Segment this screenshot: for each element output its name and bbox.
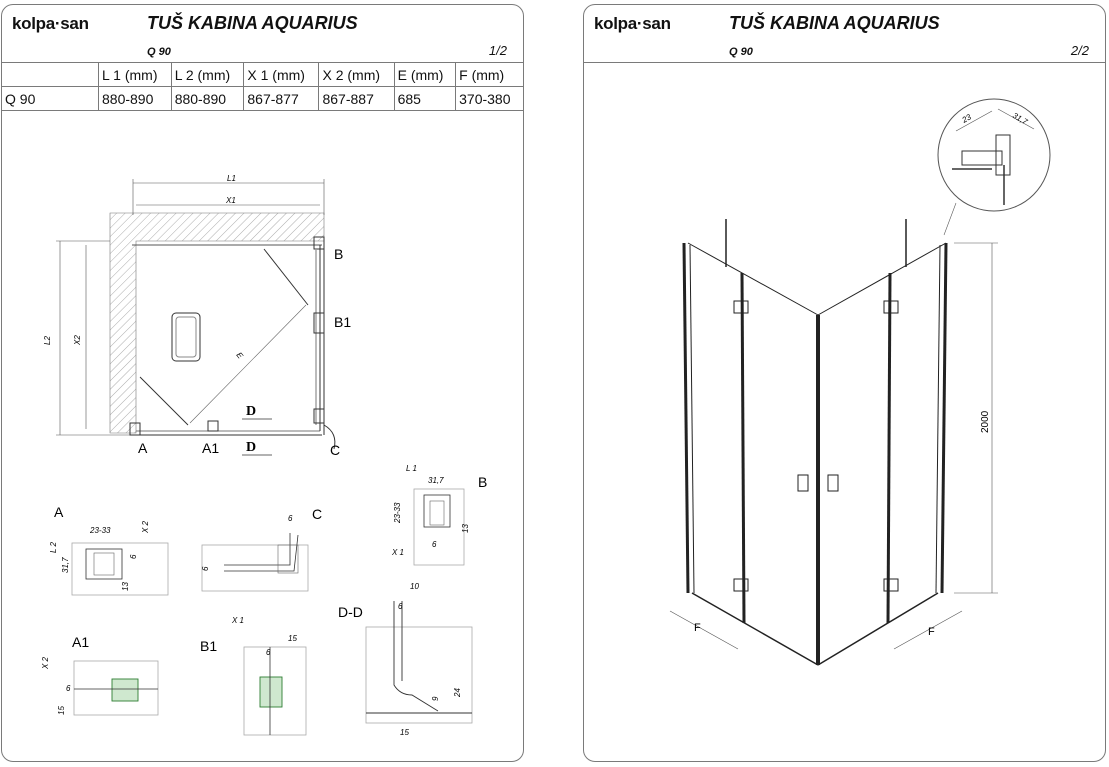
detail-a-dim: 23-33 (89, 526, 111, 535)
label-a1: A1 (202, 440, 219, 456)
table-header: F (mm) (455, 62, 523, 87)
detail-c: C 6 6 (201, 506, 322, 592)
detail-dd-dim: 24 (453, 688, 462, 698)
shower-cabin-elevation (669, 219, 998, 666)
detail-b1: B1 X 1 15 6 (200, 616, 307, 736)
detail-a1-dim: 6 (66, 684, 71, 693)
label-b: B (334, 246, 343, 262)
detail-c-dim: 6 (201, 566, 210, 571)
height-dimension: 2000 (980, 410, 991, 433)
table-header: E (mm) (393, 62, 457, 87)
dim-f-left: F (694, 622, 701, 634)
label-c: C (330, 442, 340, 458)
detail-b-dim: 13 (461, 524, 470, 533)
brand-logo: kolpa·san (594, 14, 671, 33)
table-cell: Q 90 (2, 86, 99, 111)
drawing-title: TUŠ KABINA AQUARIUS (147, 13, 358, 33)
detail-a-dim: 13 (121, 582, 130, 591)
plan-dimension-lines (56, 179, 325, 436)
label-a: A (138, 440, 148, 456)
table-header: L 1 (mm) (98, 62, 172, 87)
plan-and-details-drawing: L1 X1 L2 X2 E A A1 B B1 C D D A 23-33 X … (41, 174, 487, 737)
table-cell: 880-890 (98, 86, 172, 111)
table-row: Q 90 880-890 880-890 867-877 867-887 685… (2, 86, 523, 111)
detail-a1-title: A1 (72, 634, 89, 650)
table-cell: 880-890 (170, 86, 245, 111)
dim-x2: X2 (73, 335, 82, 346)
detail-dd-dim: 9 (431, 696, 440, 701)
label-d-top: D (246, 404, 256, 419)
detail-a-dim: 6 (129, 554, 138, 559)
wall-hatching (109, 212, 325, 434)
detail-a-dim: L 2 (49, 541, 58, 553)
detail-b1-dim: 6 (266, 648, 271, 657)
label-d-bottom: D (246, 440, 256, 455)
elevation-drawing: 23 31,7 (669, 98, 1051, 666)
drawing-title: TUŠ KABINA AQUARIUS (729, 13, 940, 33)
detail-d-d: D-D 10 6 9 24 15 (338, 582, 473, 737)
detail-c-dim: 6 (288, 514, 293, 523)
drawing-sheet-2: kolpa·san TUŠ KABINA AQUARIUS Q 90 2/2 2… (583, 4, 1106, 762)
model-label: Q 90 (147, 46, 171, 58)
detail-a1-dim: 15 (57, 706, 66, 715)
page-number: 1/2 (488, 43, 507, 58)
detail-b1-dim: X 1 (231, 616, 244, 625)
detail-c-title: C (312, 506, 322, 522)
table-cell: 370-380 (455, 86, 523, 111)
detail-a: A 23-33 X 2 L 2 31,7 6 13 (49, 504, 169, 596)
detail-dd-dim: 15 (400, 728, 409, 737)
detail-a1-dim: X 2 (41, 656, 50, 670)
dim-f-right: F (928, 626, 935, 638)
table-header: X 1 (mm) (243, 62, 320, 87)
detail-b-dim: 31,7 (428, 476, 444, 485)
detail-a-dim: 31,7 (61, 557, 70, 573)
table-header-row: L 1 (mm) L 2 (mm) X 1 (mm) X 2 (mm) E (m… (2, 62, 523, 87)
table-cell: 867-887 (318, 86, 395, 111)
detail-b-dim: L 1 (406, 464, 417, 473)
detail-b-dim: 23-33 (393, 502, 402, 524)
dim-x1: X1 (225, 196, 236, 205)
table-header (2, 62, 99, 87)
brand-logo: kolpa·san (12, 14, 89, 33)
detail-b-title: B (478, 474, 487, 490)
header-divider (584, 62, 1105, 63)
table-header: X 2 (mm) (318, 62, 395, 87)
detail-a-dim: X 2 (141, 520, 150, 534)
dim-l1: L1 (227, 174, 236, 183)
page-number: 2/2 (1070, 43, 1089, 58)
detail-b-dim: X 1 (391, 548, 404, 557)
detail-b1-title: B1 (200, 638, 217, 654)
model-label: Q 90 (729, 46, 753, 58)
dim-e: E (234, 351, 245, 361)
dimension-table: L 1 (mm) L 2 (mm) X 1 (mm) X 2 (mm) E (m… (2, 62, 523, 111)
detail-b1-dim: 15 (288, 634, 297, 643)
detail-dd-title: D-D (338, 604, 363, 620)
drawing-sheet-1: kolpa·san TUŠ KABINA AQUARIUS Q 90 1/2 L… (1, 4, 524, 762)
detail-b: B L 1 31,7 23-33 13 6 X 1 (391, 464, 487, 566)
label-b1: B1 (334, 314, 351, 330)
detail-b-dim: 6 (432, 540, 437, 549)
table-cell: 867-877 (243, 86, 320, 111)
dim-l2: L2 (43, 336, 52, 345)
detail-a1: A1 X 2 6 15 (41, 634, 159, 716)
detail-a-title: A (54, 504, 64, 520)
detail-dd-dim: 6 (398, 602, 403, 611)
shower-cabin-plan (129, 236, 336, 450)
corner-profile-detail: 23 31,7 (937, 98, 1051, 236)
detail-dd-dim: 10 (410, 582, 419, 591)
